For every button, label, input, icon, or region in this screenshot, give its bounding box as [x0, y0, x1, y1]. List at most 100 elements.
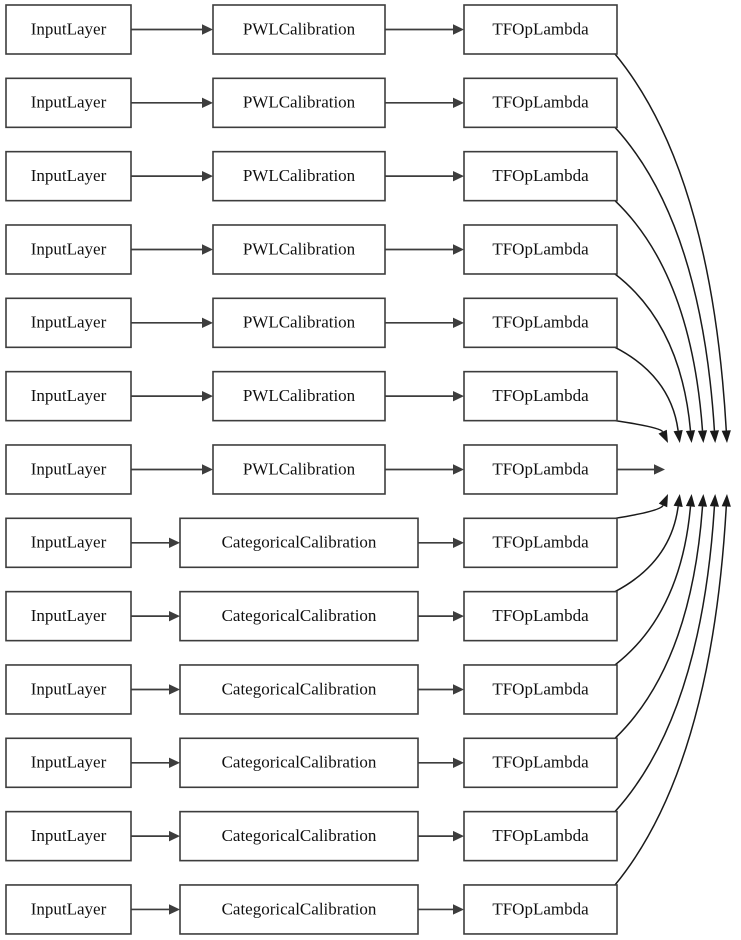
edge-calibration-to-tfop-9: [418, 610, 464, 622]
node-tfop-lambda-9-label: TFOpLambda: [492, 606, 589, 625]
edge-calibration-to-tfop-3: [385, 170, 464, 182]
node-input-layer-9[interactable]: InputLayer: [5, 590, 132, 642]
edge-tfop-to-rtl-2: [614, 126, 719, 443]
node-input-layer-4[interactable]: InputLayer: [5, 224, 132, 275]
node-categorical-calibration-13[interactable]: CategoricalCalibration: [179, 884, 419, 935]
node-input-layer-1[interactable]: InputLayer: [5, 4, 132, 55]
node-pwl-calibration-4[interactable]: PWLCalibration: [212, 224, 386, 275]
node-tfop-lambda-6-label: TFOpLambda: [492, 386, 589, 405]
node-tfop-lambda-13[interactable]: TFOpLambda: [463, 884, 618, 935]
node-tfop-lambda-9[interactable]: TFOpLambda: [463, 590, 618, 642]
node-pwl-calibration-2[interactable]: PWLCalibration: [212, 77, 386, 129]
edge-input-to-calibration-13: [131, 904, 180, 915]
edge-tfop-to-rtl-9: [614, 494, 683, 593]
node-input-layer-6-label: InputLayer: [31, 386, 107, 405]
node-input-layer-12-label: InputLayer: [31, 826, 107, 845]
node-input-layer-3[interactable]: InputLayer: [5, 150, 132, 202]
edge-calibration-to-tfop-2: [385, 97, 464, 109]
edge-tfop-to-rtl-11: [614, 494, 708, 739]
node-input-layer-2-label: InputLayer: [31, 93, 107, 112]
node-tfop-lambda-5[interactable]: TFOpLambda: [463, 297, 618, 349]
node-categorical-calibration-8-label: CategoricalCalibration: [222, 533, 377, 552]
edge-tfop-to-rtl-4: [614, 273, 696, 443]
edge-tfop-to-rtl-13: [614, 494, 731, 886]
node-input-layer-7[interactable]: InputLayer: [5, 444, 132, 495]
edge-tfop-to-rtl-12: [614, 494, 720, 813]
edge-calibration-to-tfop-12: [418, 830, 464, 842]
node-input-layer-10[interactable]: InputLayer: [5, 664, 132, 715]
node-categorical-calibration-10[interactable]: CategoricalCalibration: [179, 664, 419, 715]
edge-tfop-to-rtl-3: [614, 200, 708, 443]
node-tfop-lambda-4-label: TFOpLambda: [492, 239, 589, 258]
node-pwl-calibration-1[interactable]: PWLCalibration: [212, 4, 386, 55]
node-pwl-calibration-7[interactable]: PWLCalibration: [212, 444, 386, 495]
edge-tfop-to-rtl-8: [614, 494, 668, 520]
edge-input-to-calibration-4: [131, 244, 213, 255]
node-categorical-calibration-12[interactable]: CategoricalCalibration: [179, 810, 419, 862]
node-input-layer-7-label: InputLayer: [31, 459, 107, 478]
node-categorical-calibration-12-label: CategoricalCalibration: [222, 826, 377, 845]
node-tfop-lambda-2[interactable]: TFOpLambda: [463, 77, 618, 129]
edge-tfop-to-rtl-6: [614, 419, 668, 443]
edge-calibration-to-tfop-1: [385, 24, 464, 35]
edge-input-to-calibration-3: [131, 170, 213, 182]
node-categorical-calibration-13-label: CategoricalCalibration: [222, 899, 377, 918]
edge-tfop-to-rtl-10: [614, 494, 696, 666]
node-input-layer-12[interactable]: InputLayer: [5, 810, 132, 862]
node-pwl-calibration-2-label: PWLCalibration: [243, 93, 356, 112]
node-input-layer-5-label: InputLayer: [31, 313, 107, 332]
edges-layer: [131, 24, 731, 915]
edge-input-to-calibration-6: [131, 390, 213, 402]
node-tfop-lambda-4[interactable]: TFOpLambda: [463, 224, 618, 275]
edge-calibration-to-tfop-13: [418, 904, 464, 915]
node-input-layer-3-label: InputLayer: [31, 166, 107, 185]
node-categorical-calibration-9[interactable]: CategoricalCalibration: [179, 590, 419, 642]
node-pwl-calibration-6[interactable]: PWLCalibration: [212, 370, 386, 422]
edge-calibration-to-tfop-7: [385, 464, 464, 475]
node-tfop-lambda-7-label: TFOpLambda: [492, 459, 589, 478]
node-tfop-lambda-3[interactable]: TFOpLambda: [463, 150, 618, 202]
node-tfop-lambda-1-label: TFOpLambda: [492, 19, 589, 38]
node-tfop-lambda-2-label: TFOpLambda: [492, 93, 589, 112]
node-tfop-lambda-8[interactable]: TFOpLambda: [463, 517, 618, 569]
node-input-layer-13-label: InputLayer: [31, 899, 107, 918]
node-input-layer-5[interactable]: InputLayer: [5, 297, 132, 349]
node-tfop-lambda-12-label: TFOpLambda: [492, 826, 589, 845]
node-tfop-lambda-10[interactable]: TFOpLambda: [463, 664, 618, 715]
edge-tfop-to-rtl-1: [614, 53, 731, 443]
edge-calibration-to-tfop-8: [418, 537, 464, 549]
edge-input-to-calibration-8: [131, 537, 180, 549]
node-tfop-lambda-1[interactable]: TFOpLambda: [463, 4, 618, 55]
node-pwl-calibration-3-label: PWLCalibration: [243, 166, 356, 185]
node-categorical-calibration-10-label: CategoricalCalibration: [222, 679, 377, 698]
node-input-layer-10-label: InputLayer: [31, 679, 107, 698]
node-tfop-lambda-10-label: TFOpLambda: [492, 679, 589, 698]
node-input-layer-8[interactable]: InputLayer: [5, 517, 132, 569]
edge-calibration-to-tfop-4: [385, 244, 464, 255]
node-input-layer-13[interactable]: InputLayer: [5, 884, 132, 935]
node-pwl-calibration-4-label: PWLCalibration: [243, 239, 356, 258]
node-tfop-lambda-5-label: TFOpLambda: [492, 313, 589, 332]
node-pwl-calibration-6-label: PWLCalibration: [243, 386, 356, 405]
node-tfop-lambda-11-label: TFOpLambda: [492, 753, 589, 772]
node-input-layer-6[interactable]: InputLayer: [5, 370, 132, 422]
node-pwl-calibration-7-label: PWLCalibration: [243, 459, 356, 478]
node-input-layer-11[interactable]: InputLayer: [5, 737, 132, 789]
edge-input-to-calibration-7: [131, 464, 213, 475]
edge-calibration-to-tfop-5: [385, 317, 464, 329]
node-input-layer-8-label: InputLayer: [31, 533, 107, 552]
node-pwl-calibration-3[interactable]: PWLCalibration: [212, 150, 386, 202]
node-tfop-lambda-12[interactable]: TFOpLambda: [463, 810, 618, 862]
node-tfop-lambda-7[interactable]: TFOpLambda: [463, 444, 618, 495]
edge-calibration-to-tfop-6: [385, 390, 464, 402]
node-pwl-calibration-5-label: PWLCalibration: [243, 313, 356, 332]
node-tfop-lambda-6[interactable]: TFOpLambda: [463, 370, 618, 422]
node-categorical-calibration-9-label: CategoricalCalibration: [222, 606, 377, 625]
node-categorical-calibration-11[interactable]: CategoricalCalibration: [179, 737, 419, 789]
edge-tfop-to-rtl-5: [614, 346, 683, 443]
node-input-layer-2[interactable]: InputLayer: [5, 77, 132, 129]
node-tfop-lambda-11[interactable]: TFOpLambda: [463, 737, 618, 789]
node-categorical-calibration-8[interactable]: CategoricalCalibration: [179, 517, 419, 569]
node-pwl-calibration-5[interactable]: PWLCalibration: [212, 297, 386, 349]
